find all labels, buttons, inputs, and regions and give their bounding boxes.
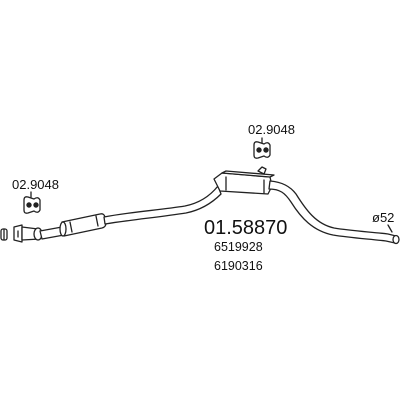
hanger-left-part-number: 02.9048 <box>12 177 59 192</box>
inlet-flange <box>13 224 43 243</box>
main-part-number: 01.58870 <box>204 217 287 239</box>
rubber-hanger-icon <box>23 196 41 214</box>
rear-silencer <box>213 166 275 195</box>
outlet-end <box>392 234 400 245</box>
oe-number-1: 6519928 <box>214 240 263 254</box>
middle-silencer <box>59 213 107 237</box>
clamp-icon <box>0 228 8 241</box>
oe-number-2: 6190316 <box>214 259 263 273</box>
intermediate-pipe <box>103 185 222 225</box>
rubber-hanger-icon <box>253 141 271 159</box>
pipe-diameter-label: ø52 <box>372 210 394 225</box>
hanger-top-part-number: 02.9048 <box>248 122 295 137</box>
diameter-leader <box>387 224 393 233</box>
